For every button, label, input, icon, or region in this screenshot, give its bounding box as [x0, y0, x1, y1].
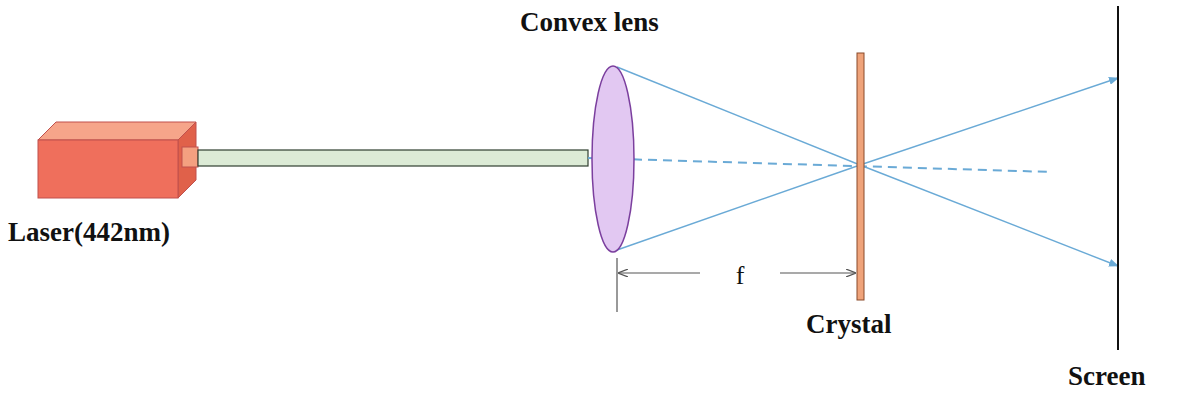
convex-lens: [592, 66, 634, 252]
screen-line: [1117, 6, 1119, 350]
lens-label: Convex lens: [520, 8, 659, 38]
screen-label: Screen: [1068, 362, 1145, 392]
focal-length-label: f: [732, 262, 749, 291]
laser-box: [38, 122, 198, 198]
light-rays: [588, 67, 1118, 266]
crystal-plate: [857, 53, 864, 300]
crystal-label: Crystal: [806, 310, 891, 340]
laser-label: Laser(442nm): [8, 218, 170, 248]
laser-beam: [198, 150, 588, 166]
focal-dimension: [617, 258, 855, 312]
